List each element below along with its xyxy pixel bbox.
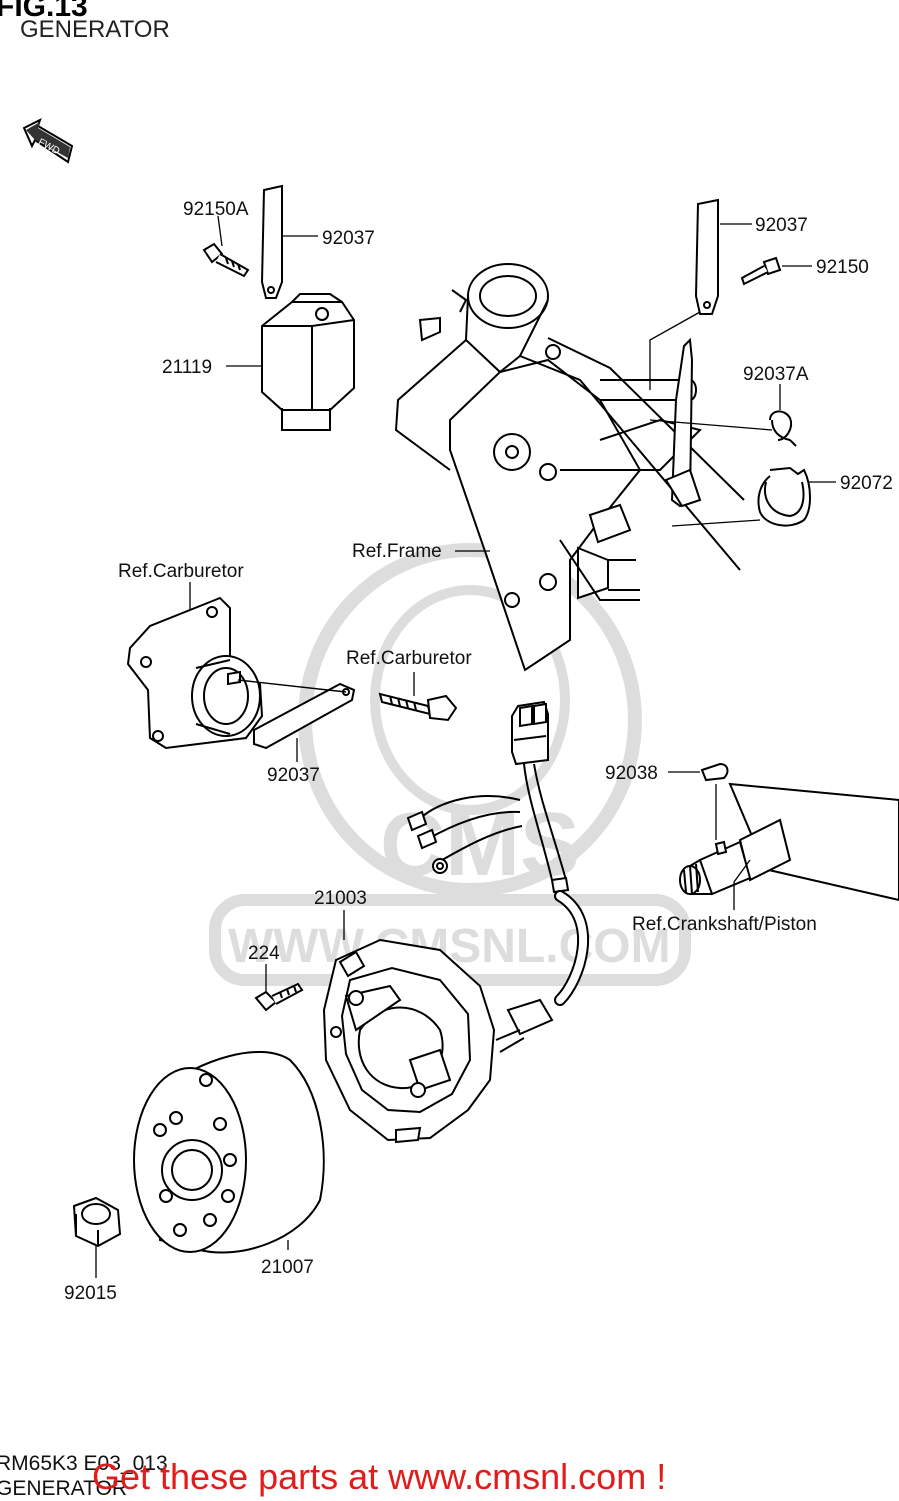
band-92072 <box>757 466 811 527</box>
flywheel-nut <box>72 1196 122 1248</box>
label-92037a[interactable]: 92037A <box>743 364 809 385</box>
label-21119[interactable]: 21119 <box>162 357 212 378</box>
figure-number: FIG.13 <box>0 0 88 23</box>
label-ref-frame[interactable]: Ref.Frame <box>352 541 442 562</box>
label-224[interactable]: 224 <box>248 943 280 964</box>
clamp-92037a <box>769 410 797 447</box>
label-ref-carburetor-right[interactable]: Ref.Carburetor <box>346 648 472 669</box>
label-ref-carburetor-left[interactable]: Ref.Carburetor <box>118 561 244 582</box>
stator-plate <box>254 938 496 1144</box>
label-ref-crankshaft-piston[interactable]: Ref.Crankshaft/Piston <box>632 914 817 935</box>
label-92015[interactable]: 92015 <box>64 1283 117 1304</box>
wire-harness <box>406 700 590 1053</box>
frame-assembly <box>394 263 745 672</box>
label-21003[interactable]: 21003 <box>314 888 367 909</box>
strap-92037-lower <box>237 679 458 750</box>
flywheel-rotor <box>133 1051 325 1254</box>
diagram-code: RM65K3 E03_013 <box>0 1452 168 1475</box>
footer-title: GENERATOR <box>0 1477 128 1500</box>
carburetor-holder <box>126 596 264 750</box>
label-92037-top-left[interactable]: 92037 <box>322 228 375 249</box>
part-labels: 92150A 92037 21119 92037 92150 92037A 92… <box>64 199 893 1304</box>
label-92037-top-right[interactable]: 92037 <box>755 215 808 236</box>
label-92150a[interactable]: 92150A <box>183 199 249 220</box>
crankshaft-end <box>679 762 899 902</box>
fwd-arrow-icon: FWD <box>22 118 74 164</box>
wire-strap-right <box>694 198 782 315</box>
label-92038[interactable]: 92038 <box>605 763 658 784</box>
promo-link[interactable]: Get these parts at www.cmsnl.com ! <box>92 1456 667 1497</box>
label-92037-lower[interactable]: 92037 <box>267 765 320 786</box>
ignition-coil-unit <box>202 184 355 431</box>
label-92150[interactable]: 92150 <box>816 257 869 278</box>
watermark-logo: CMS <box>380 795 580 895</box>
label-21007[interactable]: 21007 <box>261 1257 314 1278</box>
figure-title: GENERATOR <box>20 16 170 43</box>
leader-lines <box>95 215 836 1278</box>
label-92072[interactable]: 92072 <box>840 473 893 494</box>
